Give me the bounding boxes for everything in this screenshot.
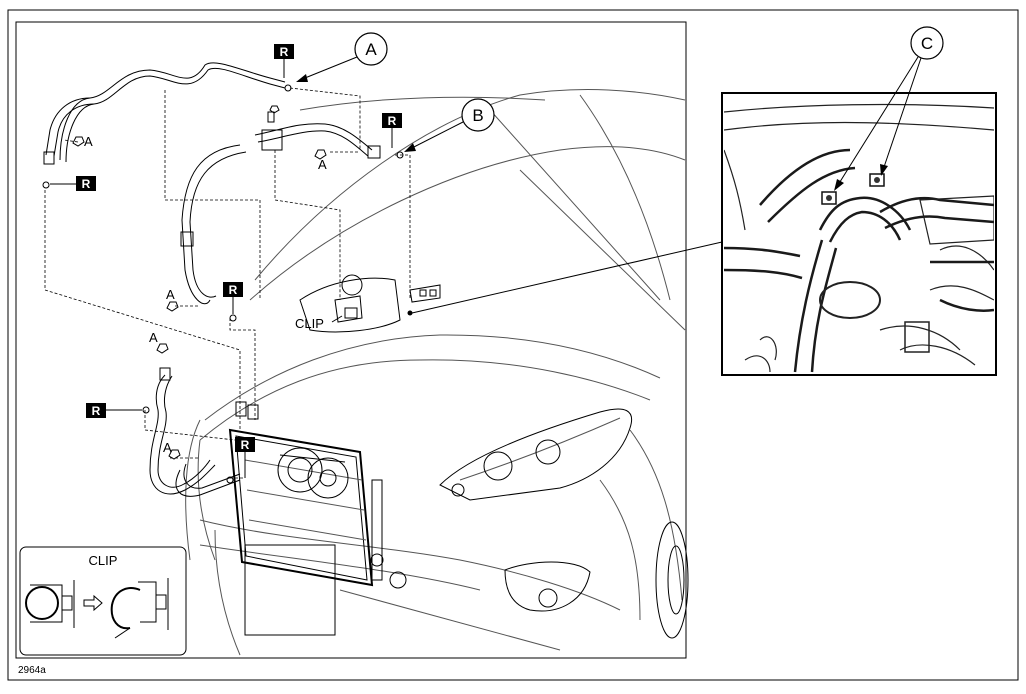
main-diagram-frame [15, 21, 687, 659]
callout-c: C [834, 26, 944, 191]
callout-a-letter: A [365, 40, 377, 59]
replace-tag-5: R [86, 403, 142, 418]
dashed-leader-lines [44, 87, 411, 479]
clip-closed-drawing [25, 580, 75, 628]
replace-tag-2: R [382, 113, 402, 148]
svg-text:R: R [241, 438, 250, 452]
replace-tags: R R R R R R [50, 44, 402, 478]
fastener-label-a-4: A [149, 330, 158, 345]
figure-id: 2964a [18, 665, 46, 676]
callout-b-letter: B [472, 106, 483, 125]
ac-pipes [42, 62, 381, 497]
clip-inset: CLIP [19, 546, 187, 656]
fastener-label-a-3: A [166, 287, 175, 302]
engine-bay-parts [299, 274, 441, 333]
bolt-symbols [72, 84, 404, 484]
fastener-labels: A A A A A [84, 134, 327, 455]
fastener-label-a-1: A [84, 134, 93, 149]
replace-tag-4: R [223, 282, 243, 314]
vehicle-body [185, 89, 689, 656]
clip-label: CLIP [295, 316, 324, 331]
replace-tag-1: R [274, 44, 294, 78]
svg-text:R: R [82, 177, 91, 191]
callout-c-letter: C [921, 34, 933, 53]
svg-text:R: R [229, 283, 238, 297]
replace-tag-6: R [235, 437, 255, 478]
condenser [228, 401, 384, 587]
callout-a: A [296, 32, 388, 82]
clip-arrow-icon [83, 594, 103, 612]
fastener-label-a-5: A [163, 440, 172, 455]
photo-leader-line [411, 241, 723, 314]
svg-text:R: R [388, 114, 397, 128]
clip-leader [331, 315, 343, 323]
svg-text:R: R [92, 404, 101, 418]
engine-photo-inset: C [721, 26, 997, 376]
clip-inset-title: CLIP [89, 553, 118, 568]
clip-open-drawing [110, 578, 169, 639]
replace-tag-3: R [50, 176, 96, 191]
svg-text:R: R [280, 45, 289, 59]
callout-b: B [404, 98, 495, 152]
outer-frame [7, 9, 1019, 681]
fastener-label-a-2: A [318, 157, 327, 172]
